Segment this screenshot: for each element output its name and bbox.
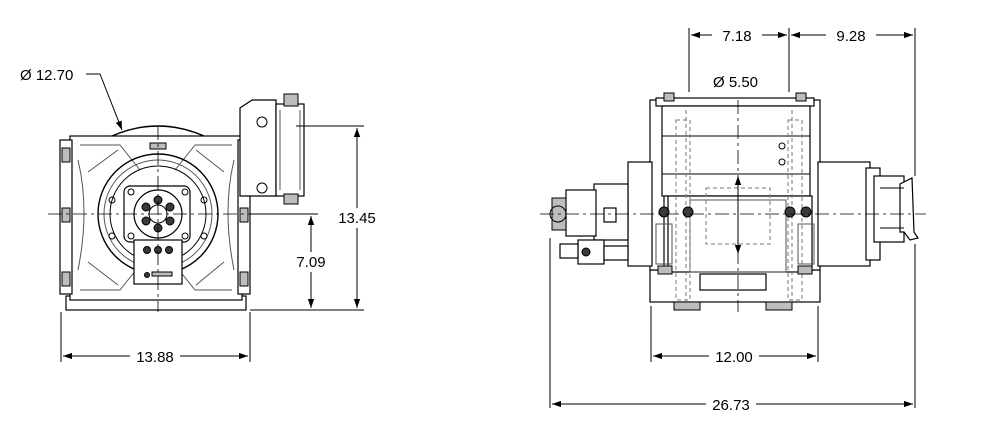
dim-12-00: 12.00 xyxy=(715,349,753,366)
dim-7-09: 7.09 xyxy=(296,254,325,271)
dim-13-88: 13.88 xyxy=(136,349,174,366)
dim-13-45: 13.45 xyxy=(338,210,376,227)
dim-7-18: 7.18 xyxy=(722,28,751,45)
nameplate xyxy=(699,273,767,291)
dim-9-28: 9.28 xyxy=(836,28,865,45)
leader-12-70 xyxy=(99,73,123,131)
side-view: 7.18 9.28 Ø 5.50 12.00 26.73 xyxy=(540,25,926,414)
roller-bracket xyxy=(239,99,277,197)
end-view: 13.45 7.09 13.88 Ø 12.70 xyxy=(20,67,384,366)
dim-diameter-5-50: Ø 5.50 xyxy=(713,74,758,91)
dim-26-73: 26.73 xyxy=(712,397,750,414)
dim-diameter-12-70: Ø 12.70 xyxy=(20,67,73,84)
